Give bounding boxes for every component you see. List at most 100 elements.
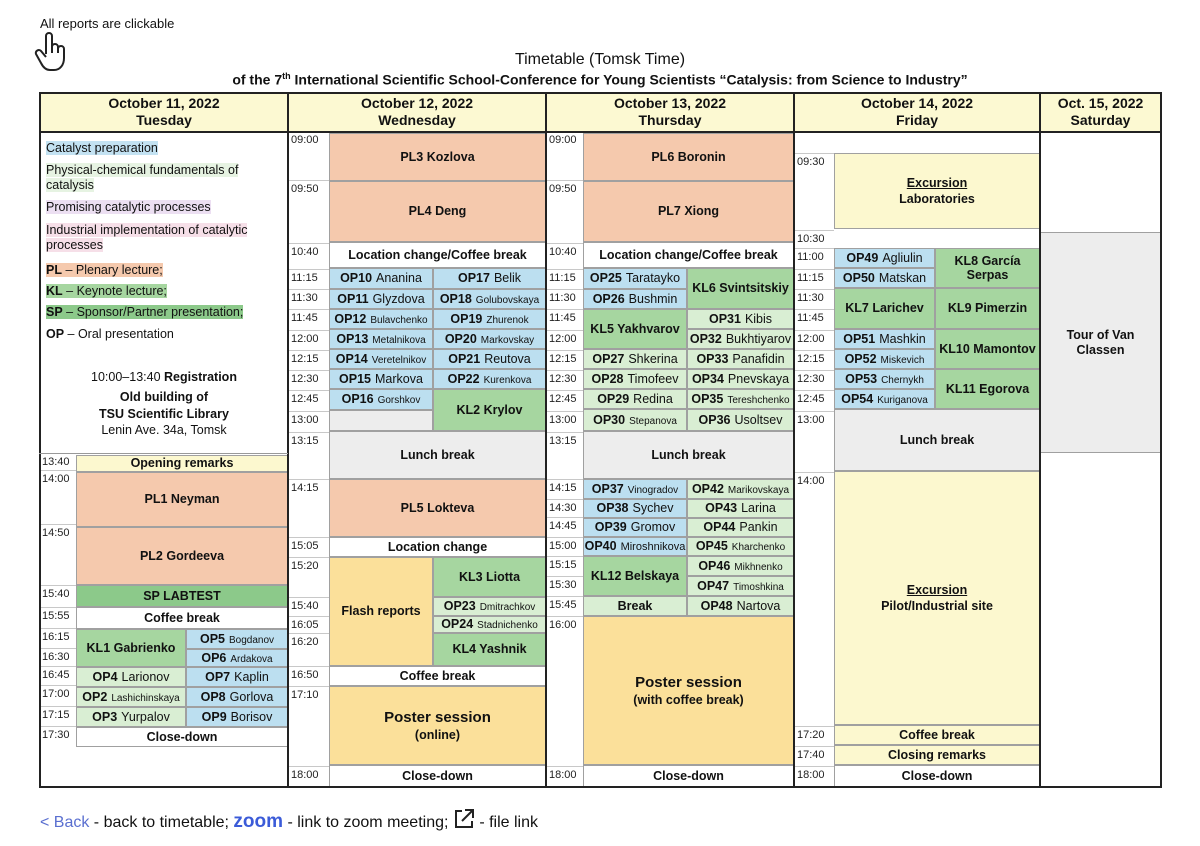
event-block[interactable]: Opening remarks — [76, 455, 288, 472]
time-gridline — [547, 576, 583, 577]
event-block[interactable]: PL6 Boronin — [583, 133, 794, 181]
speaker-name: Mashkin — [879, 331, 926, 346]
event-block[interactable]: Coffee break — [329, 666, 546, 686]
speaker-name: Markova — [375, 371, 423, 386]
time-label: 12:00 — [797, 333, 825, 345]
event-block[interactable]: KL5 Yakhvarov — [583, 309, 687, 349]
speaker-name: Tereshchenko — [727, 394, 790, 406]
table-frame — [39, 92, 1162, 788]
event-block[interactable]: PL4 Deng — [329, 181, 546, 242]
event-block[interactable]: PL3 Kozlova — [329, 133, 546, 181]
legend-item: OP – Oral presentation — [46, 327, 174, 341]
event-block[interactable]: PL2 Gordeeva — [76, 527, 288, 585]
event-block[interactable]: PL1 Neyman — [76, 472, 288, 527]
event-block[interactable]: KL3 Liotta — [433, 557, 546, 597]
event-block[interactable]: KL2 Krylov — [433, 389, 546, 431]
event-block[interactable]: KL7 Larichev — [834, 288, 935, 329]
event-block[interactable]: Close-down — [76, 727, 288, 747]
event-title: OP14 — [335, 351, 368, 366]
back-link[interactable]: < Back — [40, 814, 90, 831]
event-block[interactable]: PL5 Lokteva — [329, 479, 546, 537]
event-block[interactable]: Lunch break — [834, 409, 1040, 471]
event-block[interactable]: KL8 García Serpas — [935, 248, 1040, 288]
event-title: PL3 Kozlova — [400, 149, 475, 164]
event-block[interactable]: Lunch break — [329, 431, 546, 479]
event-block[interactable]: Poster session(with coffee break) — [583, 616, 794, 765]
event-block[interactable]: KL1 Gabrienko — [76, 629, 186, 667]
event-block[interactable]: KL11 Egorova — [935, 369, 1040, 409]
time-label: 15:40 — [291, 600, 319, 612]
time-label: 09:30 — [797, 156, 825, 168]
time-gridline — [40, 585, 76, 586]
event-block[interactable]: SP LABTEST — [76, 585, 288, 607]
event-block[interactable]: Tour of Van Classen — [1040, 232, 1161, 453]
event-block — [329, 410, 433, 431]
event-block[interactable]: Closing remarks — [834, 745, 1040, 765]
event-block[interactable]: Location change — [329, 537, 546, 557]
zoom-link-label: zoom — [233, 811, 284, 832]
event-block[interactable]: Flash reports — [329, 557, 433, 666]
event-block[interactable]: Location change/Coffee break — [329, 242, 546, 268]
event-block[interactable]: KL9 Pimerzin — [935, 288, 1040, 329]
event-block[interactable]: Break — [583, 596, 687, 616]
event-block[interactable]: KL12 Belskaya — [583, 556, 687, 596]
event-block[interactable]: Coffee break — [834, 725, 1040, 745]
event-block[interactable]: Location change/Coffee break — [583, 242, 794, 268]
event-block[interactable]: KL10 Mamontov — [935, 329, 1040, 369]
event-block[interactable]: Poster session(online) — [329, 686, 546, 765]
time-label: 15:45 — [549, 599, 577, 611]
event-block[interactable]: Coffee break — [76, 607, 288, 629]
